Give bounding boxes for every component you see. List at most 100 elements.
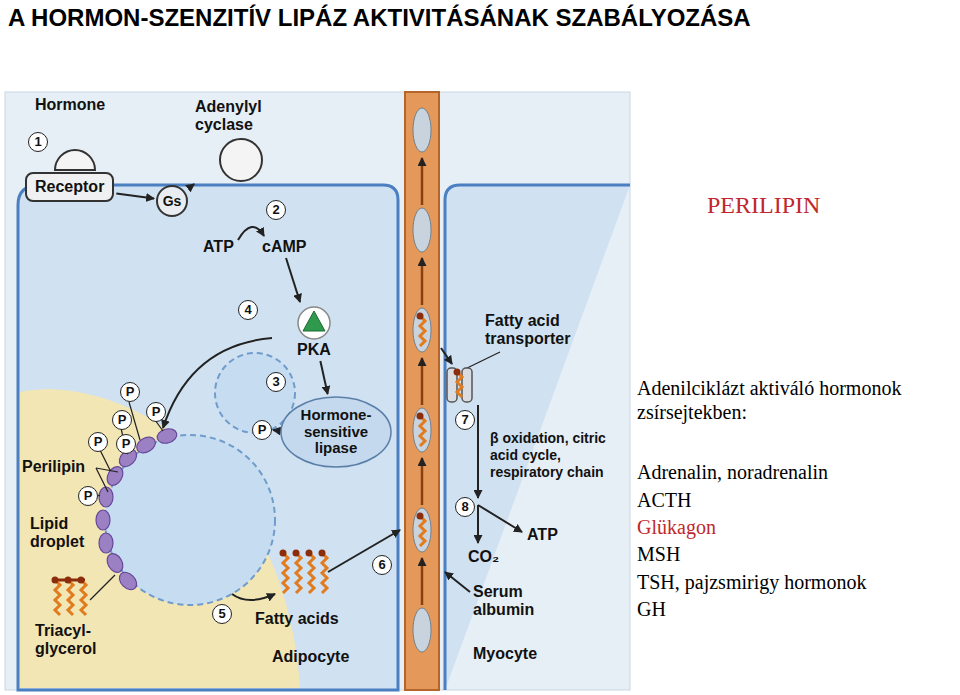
callout-number: 6 (372, 555, 392, 575)
callout-number: P (78, 486, 98, 506)
figure-part (417, 313, 424, 320)
perilipin (99, 487, 113, 507)
fatty-acid-chain (55, 580, 60, 615)
capillary (421, 258, 424, 305)
figure-part (298, 307, 330, 339)
callout-number: 2 (266, 200, 286, 220)
callout-number: 5 (212, 604, 232, 624)
fatty-acid-chain (309, 553, 314, 593)
leader-line (96, 468, 108, 492)
capillary (421, 458, 424, 505)
arrow (477, 505, 479, 543)
perilipin (96, 427, 178, 593)
figure-label: cAMP (262, 238, 306, 256)
node-text: PKA (268, 341, 360, 359)
lipid-droplets (105, 353, 295, 605)
figure-part (454, 369, 461, 376)
receptor-box: Receptor (25, 172, 114, 202)
arrow (441, 348, 452, 364)
callout-number: P (252, 420, 272, 440)
connector-arrow (116, 193, 154, 198)
lipase-ellipse: Hormone-sensitive lipase (280, 396, 392, 468)
arrow (273, 430, 280, 431)
capillary (413, 108, 431, 152)
figure-background (5, 92, 630, 690)
figure-label: ATP (203, 238, 234, 256)
capillary (421, 158, 424, 205)
capillary (405, 92, 439, 690)
figure-label: Triacyl- glycerol (35, 622, 110, 659)
figure-part (280, 550, 287, 557)
transporter (447, 368, 472, 402)
figure-background (5, 92, 630, 690)
figure-part (319, 550, 326, 557)
leader-line (90, 352, 500, 600)
perilipin (116, 569, 140, 593)
figure-label: Perilipin (22, 458, 85, 476)
capillary (421, 558, 424, 605)
capillary (421, 358, 424, 405)
figure-part (65, 577, 72, 584)
fatty-acid-chain (296, 553, 301, 593)
figure-label: Hormone (35, 96, 105, 114)
kinase-shape: PKA (268, 305, 360, 359)
list-text: Adrenalin, noradrenalin (637, 460, 955, 484)
callout-number: 3 (266, 372, 286, 392)
kinase-icon (294, 305, 334, 341)
connector-arrow (320, 361, 327, 394)
perilipin (99, 533, 113, 553)
fatty-acid-chain (420, 516, 425, 546)
figure-background (445, 185, 630, 690)
fatty-acid-chain (420, 416, 425, 446)
callout-number: P (88, 432, 108, 452)
arrow (232, 594, 275, 600)
callout-number: P (112, 410, 132, 430)
callout-number: P (146, 402, 166, 422)
perilipin (104, 551, 126, 575)
capillary (413, 308, 431, 352)
capillary (413, 408, 431, 452)
connector-arrow (190, 184, 195, 188)
arrow (445, 572, 470, 592)
enzyme-icon (218, 137, 264, 183)
fatty-acid-chain (52, 313, 463, 616)
callout-number: P (116, 434, 136, 454)
leader-line (90, 575, 115, 600)
list-text: TSH, pajzsmirigy hormonok (637, 570, 955, 594)
perilipin (156, 427, 179, 446)
capillary (413, 608, 431, 652)
lipid-droplets (105, 435, 275, 605)
hormone-ligand (55, 150, 95, 170)
arrow (238, 227, 264, 240)
figure-part (293, 550, 300, 557)
figure-part (303, 311, 325, 331)
arrow (163, 338, 272, 428)
fatty-acid-chain (283, 553, 288, 593)
figure-background (18, 185, 398, 690)
perilipin (104, 464, 126, 488)
leader-line (96, 468, 118, 472)
g-protein-circle: Gs (156, 185, 188, 217)
fatty-acid-chain (81, 580, 86, 615)
callout-number: 4 (238, 300, 258, 320)
figure-label: Myocyte (473, 645, 537, 663)
list-text: Glükagon (637, 515, 716, 539)
figure-part (417, 413, 424, 420)
list-text: Adenilciklázt aktiváló hormonok zsírsejt… (637, 376, 955, 424)
arrow (477, 405, 479, 498)
node-text: Adenylyl cyclase (195, 98, 307, 135)
list-text: MSH (637, 542, 680, 566)
page-title: A HORMON-SZENZITÍV LIPÁZ AKTIVITÁSÁNAK S… (8, 4, 751, 32)
arrow (163, 227, 522, 600)
leader-line (98, 495, 100, 496)
perilipin (96, 510, 110, 530)
figure-label: Fatty acids (255, 610, 339, 628)
figure-label: Lipid droplet (30, 515, 102, 552)
capillary (413, 508, 431, 552)
figure-part (417, 513, 424, 520)
node-text: Gs (163, 193, 182, 209)
list-text: ACTH (637, 488, 691, 512)
capillary (405, 92, 439, 690)
callout-number: P (120, 382, 140, 402)
figure-label: Serum albumin (473, 583, 568, 620)
